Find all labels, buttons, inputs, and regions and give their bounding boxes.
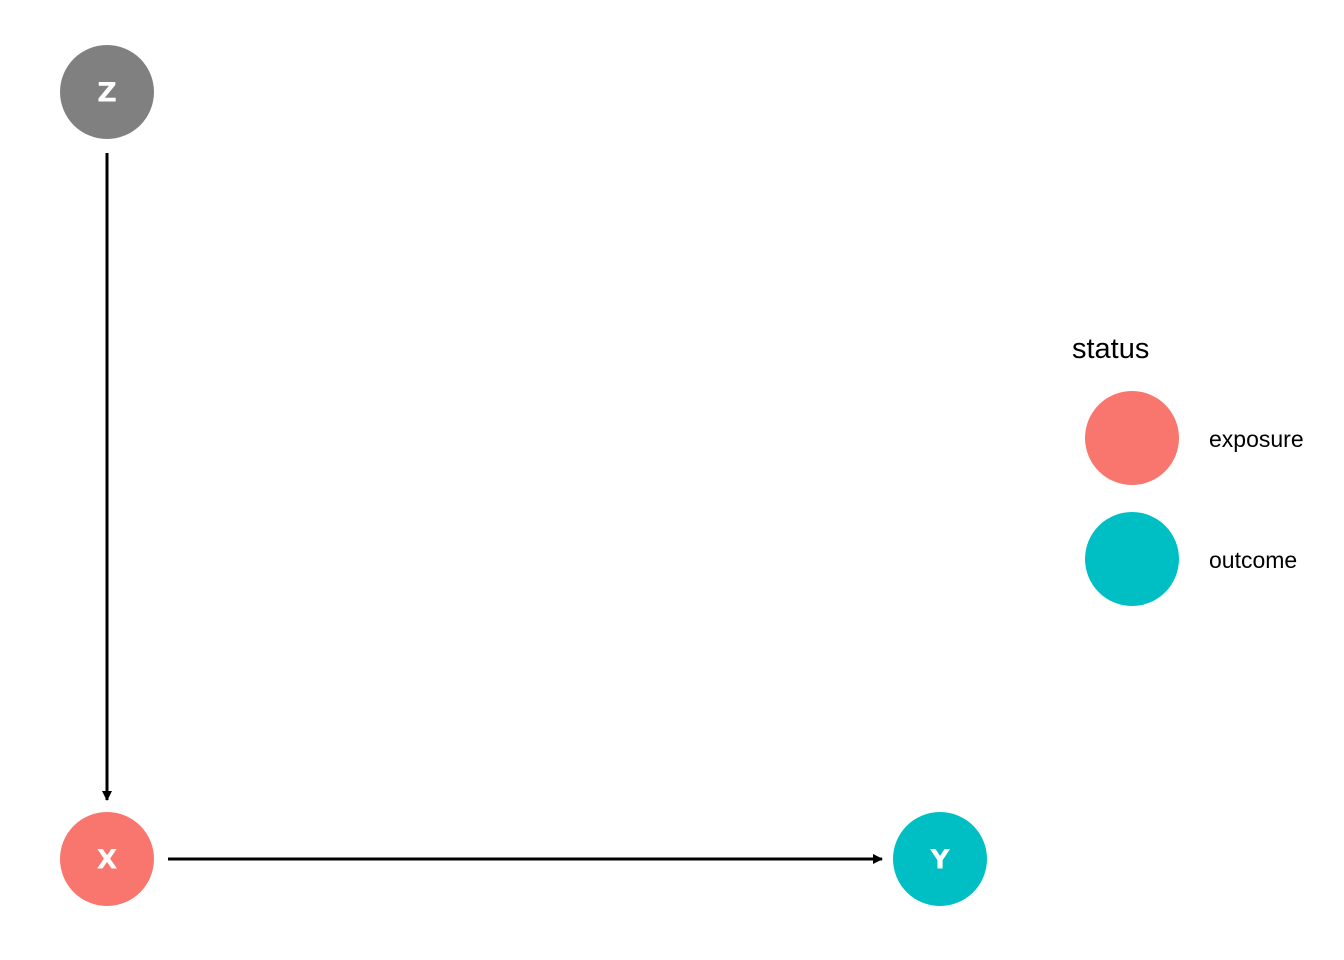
node-y-circle (893, 812, 987, 906)
node-x-circle (60, 812, 154, 906)
node-y: Y (893, 812, 987, 906)
legend-item-outcome: outcome (1085, 512, 1297, 606)
legend-title: status (1072, 333, 1149, 365)
node-z-circle (60, 45, 154, 139)
node-x: X (60, 812, 154, 906)
legend-swatch-outcome (1085, 512, 1179, 606)
node-x-label: X (97, 845, 118, 876)
node-z-label: Z (97, 78, 117, 109)
legend-label-outcome: outcome (1209, 547, 1297, 573)
node-z: Z (60, 45, 154, 139)
legend: status exposure outcome (1072, 333, 1304, 606)
legend-item-exposure: exposure (1085, 391, 1304, 485)
node-y-label: Y (929, 845, 950, 876)
legend-swatch-exposure (1085, 391, 1179, 485)
legend-label-exposure: exposure (1209, 426, 1304, 452)
